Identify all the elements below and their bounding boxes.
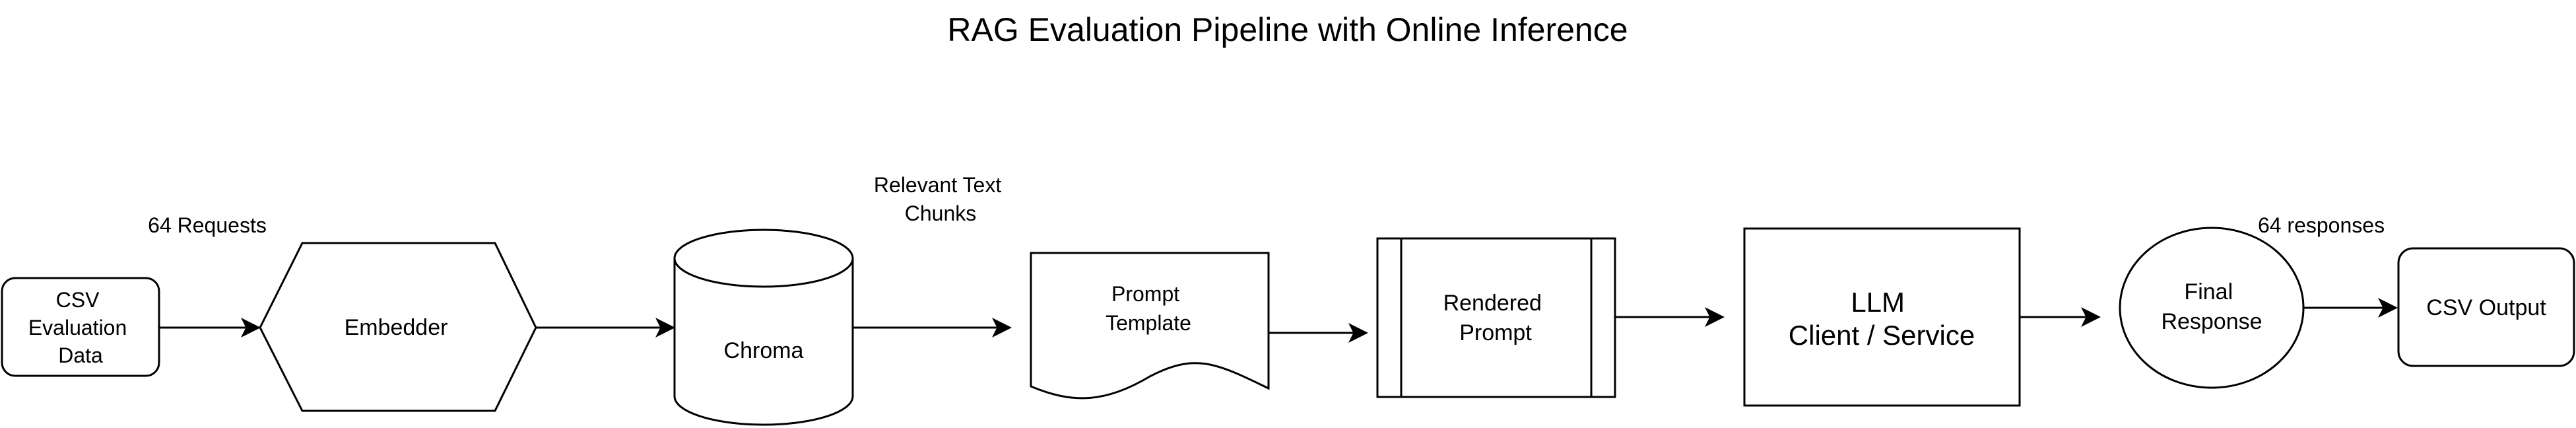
svg-text:LLM Client / Service: LLM Client / Service — [1789, 287, 1975, 351]
prompt-template-label-line: Prompt — [1111, 282, 1179, 306]
edge-label-requests: 64 Requests — [148, 213, 267, 237]
csv-input-label-line: Data — [58, 343, 103, 367]
rendered-prompt-label-line: Rendered — [1443, 291, 1542, 316]
diagram-title: RAG Evaluation Pipeline with Online Infe… — [947, 11, 1628, 48]
csv-input-label-line: Evaluation — [28, 316, 127, 339]
edge-label-chunks-line: Chunks — [905, 201, 977, 225]
edge-label-chunks-line: Relevant Text — [874, 173, 1001, 197]
prompt-template-label-line: Template — [1106, 311, 1191, 335]
embedder-node: Embedder — [259, 242, 537, 412]
svg-text:CSV Evaluation Dat: CSV Evaluation Data — [28, 288, 133, 367]
llm-label-line: LLM — [1851, 287, 1905, 318]
svg-text:Prompt Template: Prompt Template — [1106, 282, 1191, 335]
csv-output-node: CSV Output — [2397, 247, 2575, 367]
rendered-prompt-node: Rendered Prompt — [1376, 237, 1616, 398]
final-response-node: Final Response — [2119, 227, 2305, 389]
svg-text:Rendered Prompt: Rendered Prompt — [1443, 291, 1548, 345]
llm-node: LLM Client / Service — [1743, 227, 2021, 407]
chroma-label: Chroma — [724, 338, 804, 363]
csv-input-node: CSV Evaluation Data — [1, 277, 160, 377]
chroma-node: Chroma — [673, 229, 854, 426]
final-response-label-line: Final — [2184, 279, 2233, 304]
rendered-prompt-label-line: Prompt — [1459, 320, 1532, 345]
llm-label-line: Client / Service — [1789, 320, 1975, 351]
final-response-label-line: Response — [2161, 309, 2262, 334]
prompt-template-node: Prompt Template — [1030, 252, 1270, 400]
embedder-label: Embedder — [345, 315, 448, 340]
edge-label-responses: 64 responses — [2258, 213, 2385, 237]
csv-input-label-line: CSV — [56, 288, 100, 312]
svg-text:Final Response: Final Response — [2161, 279, 2262, 334]
csv-output-label: CSV Output — [2426, 295, 2546, 320]
svg-text:Relevant Text Chunks: Relevant Text Chunks — [874, 173, 1007, 225]
